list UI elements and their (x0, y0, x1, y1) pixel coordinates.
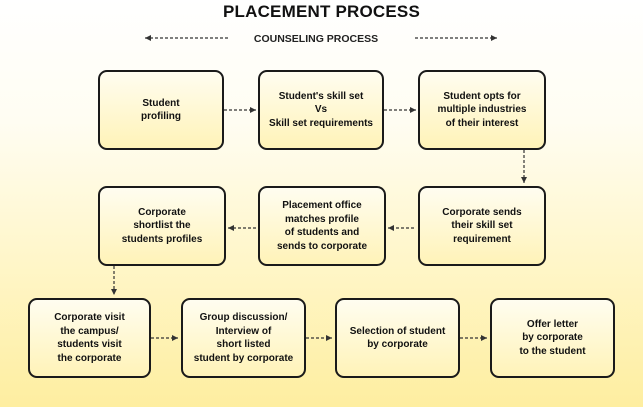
diagram-subtitle: COUNSELING PROCESS (253, 33, 379, 45)
step-corporate-requirement: Corporate sends their skill set requirem… (418, 186, 546, 266)
step-profile-matching: Placement office matches profile of stud… (258, 186, 386, 266)
step-label: Corporate visit the campus/ students vis… (54, 312, 125, 364)
step-label: Selection of student by corporate (349, 325, 446, 351)
step-label: Corporate shortlist the students profile… (121, 206, 203, 245)
step-skill-set-comparison: Student's skill set Vs Skill set require… (258, 70, 384, 150)
step-student-profiling: Student profiling (98, 70, 224, 150)
step-label: Student opts for multiple industries of … (437, 90, 527, 129)
step-selection: Selection of student by corporate (335, 298, 460, 378)
step-label: Offer letter by corporate to the student (519, 318, 586, 357)
step-label: Corporate sends their skill set requirem… (442, 206, 522, 245)
step-label: Placement office matches profile of stud… (276, 200, 368, 252)
step-interview: Group discussion/ Interview of short lis… (181, 298, 306, 378)
step-shortlist: Corporate shortlist the students profile… (98, 186, 226, 266)
step-industry-choice: Student opts for multiple industries of … (418, 70, 546, 150)
step-label: Group discussion/ Interview of short lis… (193, 312, 294, 364)
step-label: Student profiling (141, 97, 181, 123)
diagram-title: PLACEMENT PROCESS (222, 2, 421, 21)
step-offer-letter: Offer letter by corporate to the student (490, 298, 615, 378)
step-label: Student's skill set Vs Skill set require… (269, 90, 373, 129)
step-campus-visit: Corporate visit the campus/ students vis… (28, 298, 151, 378)
